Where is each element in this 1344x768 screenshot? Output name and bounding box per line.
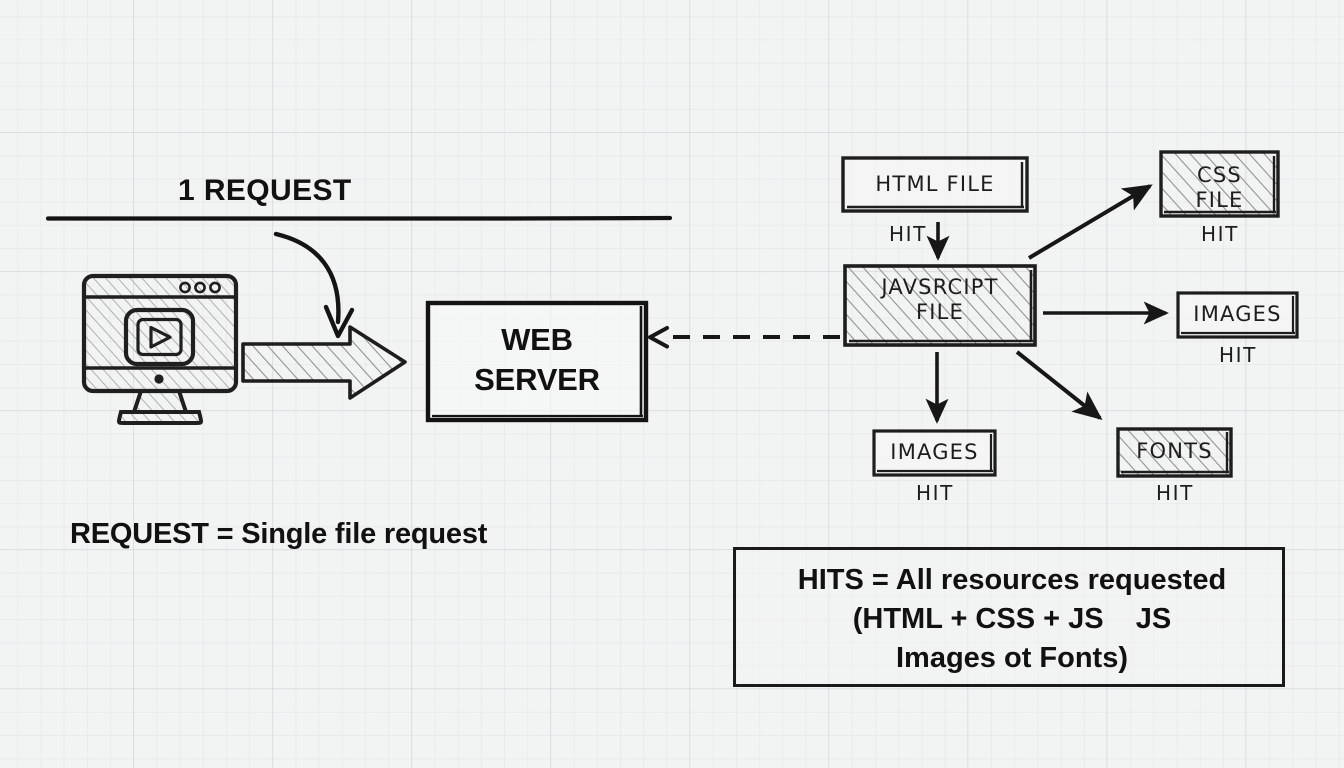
curved-request-arrow xyxy=(273,231,355,339)
css-file-label: CSS FILE xyxy=(1195,163,1244,212)
html-file-box xyxy=(841,156,1029,213)
page-title-1-request: 1 REQUEST xyxy=(178,174,352,207)
images-bottom-box xyxy=(872,429,997,477)
images-right-label: IMAGES xyxy=(1193,302,1282,326)
html-file-label: HTML FILE xyxy=(875,172,995,196)
html-file-hit-label: HIT xyxy=(889,222,927,246)
browser-monitor-icon xyxy=(81,273,239,425)
javascript-file-box xyxy=(843,264,1037,347)
hits-legend-box: HITS = All resources requested (HTML + C… xyxy=(733,547,1285,687)
fonts-box xyxy=(1116,427,1233,478)
arrow-javascript-to-css xyxy=(1027,184,1153,260)
fonts-label: FONTS xyxy=(1136,439,1213,463)
css-file-box xyxy=(1159,150,1280,218)
web-server-label: WEB SERVER xyxy=(474,322,600,397)
javascript-file-label: JAVSRCIPT FILE xyxy=(881,275,999,324)
images-bottom-hit-label: HIT xyxy=(916,481,954,505)
request-definition-caption: REQUEST = Single file request xyxy=(70,518,488,550)
block-arrow-to-server xyxy=(241,325,407,400)
fonts-hit-label: HIT xyxy=(1156,481,1194,505)
images-right-box xyxy=(1176,291,1299,339)
images-right-hit-label: HIT xyxy=(1219,343,1257,367)
images-bottom-label: IMAGES xyxy=(890,440,979,464)
hits-legend-text: HITS = All resources requested (HTML + C… xyxy=(797,564,1227,674)
request-underline xyxy=(45,215,673,221)
arrow-javascript-to-fonts xyxy=(1015,350,1103,420)
dashed-response-arrow xyxy=(648,326,840,349)
web-server-box xyxy=(425,300,649,423)
css-file-hit-label: HIT xyxy=(1201,222,1239,246)
